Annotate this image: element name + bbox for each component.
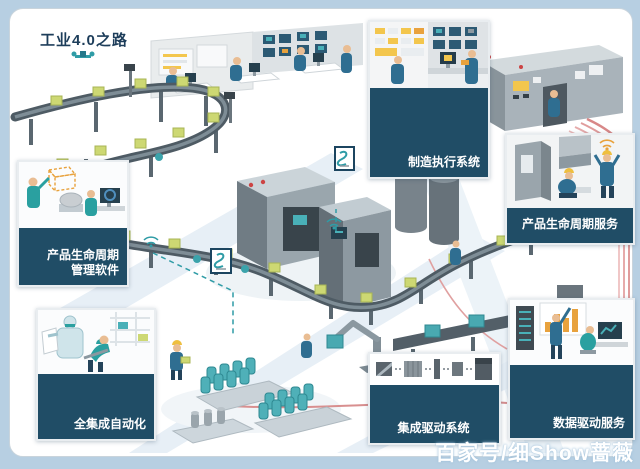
card-tia: 全集成自动化 <box>36 308 156 441</box>
network-links <box>143 209 342 337</box>
dds-label: 数据驱动服务 <box>552 416 625 430</box>
factory-scene <box>10 23 632 453</box>
worker <box>450 240 461 265</box>
illustration-canvas: 工业4.0之路 <box>9 8 633 457</box>
tia-scene-icon <box>38 310 154 374</box>
ids-drivetrain-icon <box>370 354 499 385</box>
wifi-icon <box>326 218 342 230</box>
watermark: 百家号/细Show蔷薇 <box>435 442 634 465</box>
machine-cluster <box>237 156 459 309</box>
tia-label: 全集成自动化 <box>73 417 146 431</box>
cabinet-building <box>481 45 623 131</box>
drone-icon <box>71 51 95 58</box>
card-dds: 数据驱动服务 <box>508 298 635 440</box>
page-title: 工业4.0之路 <box>40 32 128 49</box>
worker-with-tablet <box>170 340 191 380</box>
mes-label: 制造执行系统 <box>407 155 480 169</box>
card-plm-software: 产品生命周期 管理软件 <box>17 160 129 287</box>
dds-scene-icon <box>510 300 633 365</box>
plm-services-label: 产品生命周期服务 <box>521 217 618 231</box>
card-plm-services: 产品生命周期服务 <box>505 133 635 245</box>
plm-software-scene-icon <box>19 162 127 228</box>
worker <box>301 333 312 358</box>
card-ids: 集成驱动系统 <box>368 352 501 445</box>
ids-label: 集成驱动系统 <box>397 421 470 435</box>
plm-software-label: 产品生命周期 管理软件 <box>46 248 119 277</box>
card-mes: 制造执行系统 <box>368 20 490 179</box>
wifi-icon <box>143 236 159 248</box>
wifi-orange-icon <box>599 139 615 151</box>
ids-badge-icon <box>334 146 355 171</box>
plm-services-scene-icon <box>507 135 633 208</box>
mes-scene-icon <box>370 22 488 88</box>
ids-badge-icon <box>210 248 232 274</box>
packing-area <box>170 240 461 444</box>
